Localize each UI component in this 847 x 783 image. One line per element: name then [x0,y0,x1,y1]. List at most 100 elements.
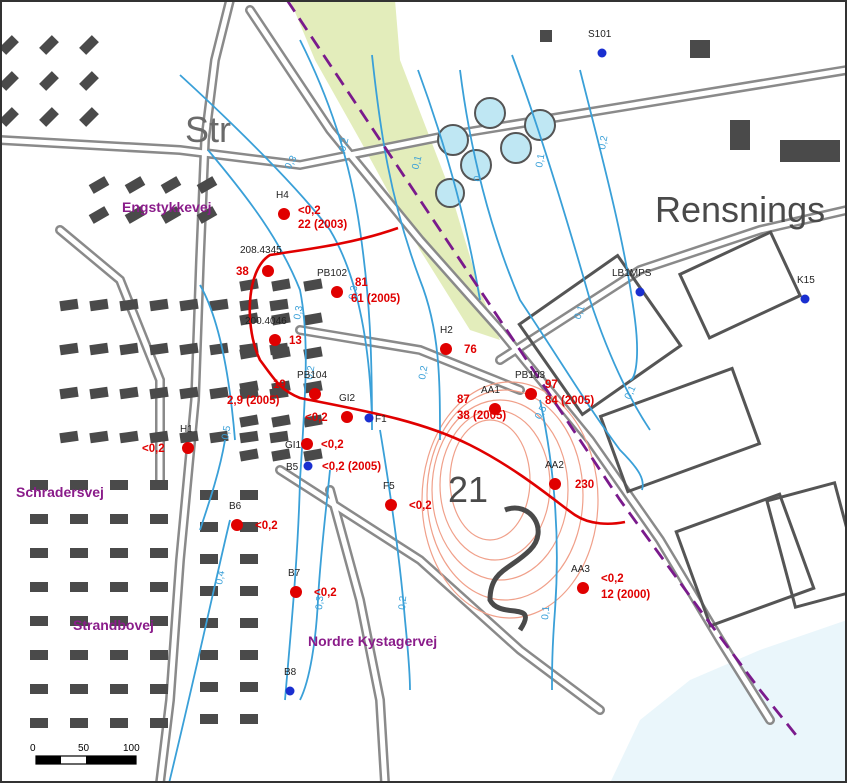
building [239,430,259,444]
buildings-layer [0,30,840,728]
building [150,480,168,490]
building [200,682,218,692]
building [70,718,88,728]
building [124,176,146,194]
well-value-label: <0,2 [409,500,432,512]
well-marker[interactable] [385,499,397,511]
well-gi2[interactable]: GI2<0,2 [305,393,356,424]
well-b6[interactable]: B6<0,2 [229,501,278,532]
well-f5[interactable]: F5<0,2 [383,481,432,512]
well-marker[interactable] [577,582,589,594]
well-marker[interactable] [301,438,313,450]
well-marker[interactable] [231,519,243,531]
well-value-label-secondary: 2,9 (2005) [227,395,280,407]
well-value-label: 87 [457,394,470,406]
contour-label: 0,2 [304,364,317,380]
building [303,346,323,360]
well-value-label: <0,2 [142,443,165,455]
scale-label-50: 50 [78,743,90,754]
well-marker[interactable] [635,287,645,297]
well-marker[interactable] [341,411,353,423]
well-marker[interactable] [364,413,374,423]
contour-label: 0,4 [214,569,227,585]
building [39,71,59,91]
well-k15[interactable]: K15 [797,275,815,304]
dashed-boundary [285,0,802,741]
building [780,140,840,162]
well-id-label: GI1 [285,440,302,451]
building [239,346,259,360]
building [269,430,289,444]
building [150,650,168,660]
well-value-label-secondary: 22 (2003) [298,219,347,231]
building [70,684,88,694]
well-marker[interactable] [269,334,281,346]
building [110,684,128,694]
well-marker[interactable] [290,586,302,598]
contamination-boundary [248,226,626,526]
well-marker[interactable] [303,461,313,471]
well-marker[interactable] [597,48,607,58]
well-marker[interactable] [525,388,537,400]
well-id-label: AA2 [545,460,564,471]
hill-feature [487,505,541,632]
well-marker[interactable] [285,686,295,696]
well-h1[interactable]: H1<0,2 [142,424,194,455]
building [209,298,229,312]
well-b5[interactable]: B5<0,2 (2005) [286,461,381,473]
well-f1[interactable]: F1 [364,413,388,426]
building [110,616,128,626]
contour-label: 0,2 [337,136,351,153]
building [200,522,218,532]
building [150,616,168,626]
well-marker[interactable] [182,442,194,454]
building [30,684,48,694]
well-s101[interactable]: S101 [588,29,612,58]
contour-label: 0,1 [572,304,587,321]
well-marker[interactable] [489,403,501,415]
well-marker[interactable] [309,388,321,400]
building [30,616,48,626]
building [30,582,48,592]
well-lb1mps[interactable]: LB1MPS [612,268,652,297]
building [110,650,128,660]
building [240,586,258,596]
well-aa3[interactable]: AA3<0,212 (2000) [571,564,650,601]
building [271,312,291,326]
building [59,386,79,400]
well-id-label: AA1 [481,385,500,396]
building [110,582,128,592]
well-marker[interactable] [278,208,290,220]
building [70,616,88,626]
well-h4[interactable]: H4<0,222 (2003) [276,190,347,231]
well-marker[interactable] [262,265,274,277]
well-b7[interactable]: B7<0,2 [288,568,337,599]
well-marker[interactable] [549,478,561,490]
contour-label: 0,2 [597,134,610,150]
building [149,430,169,444]
well-marker[interactable] [331,286,343,298]
well-marker[interactable] [800,294,810,304]
well-marker[interactable] [440,343,452,355]
building [79,71,99,91]
building [110,718,128,728]
building [239,414,259,428]
building [179,298,199,312]
building [200,490,218,500]
scale-label-100: 100 [123,743,140,754]
well-gi1[interactable]: GI1<0,2 [285,438,344,451]
well-b8[interactable]: B8 [284,667,297,696]
building [150,548,168,558]
